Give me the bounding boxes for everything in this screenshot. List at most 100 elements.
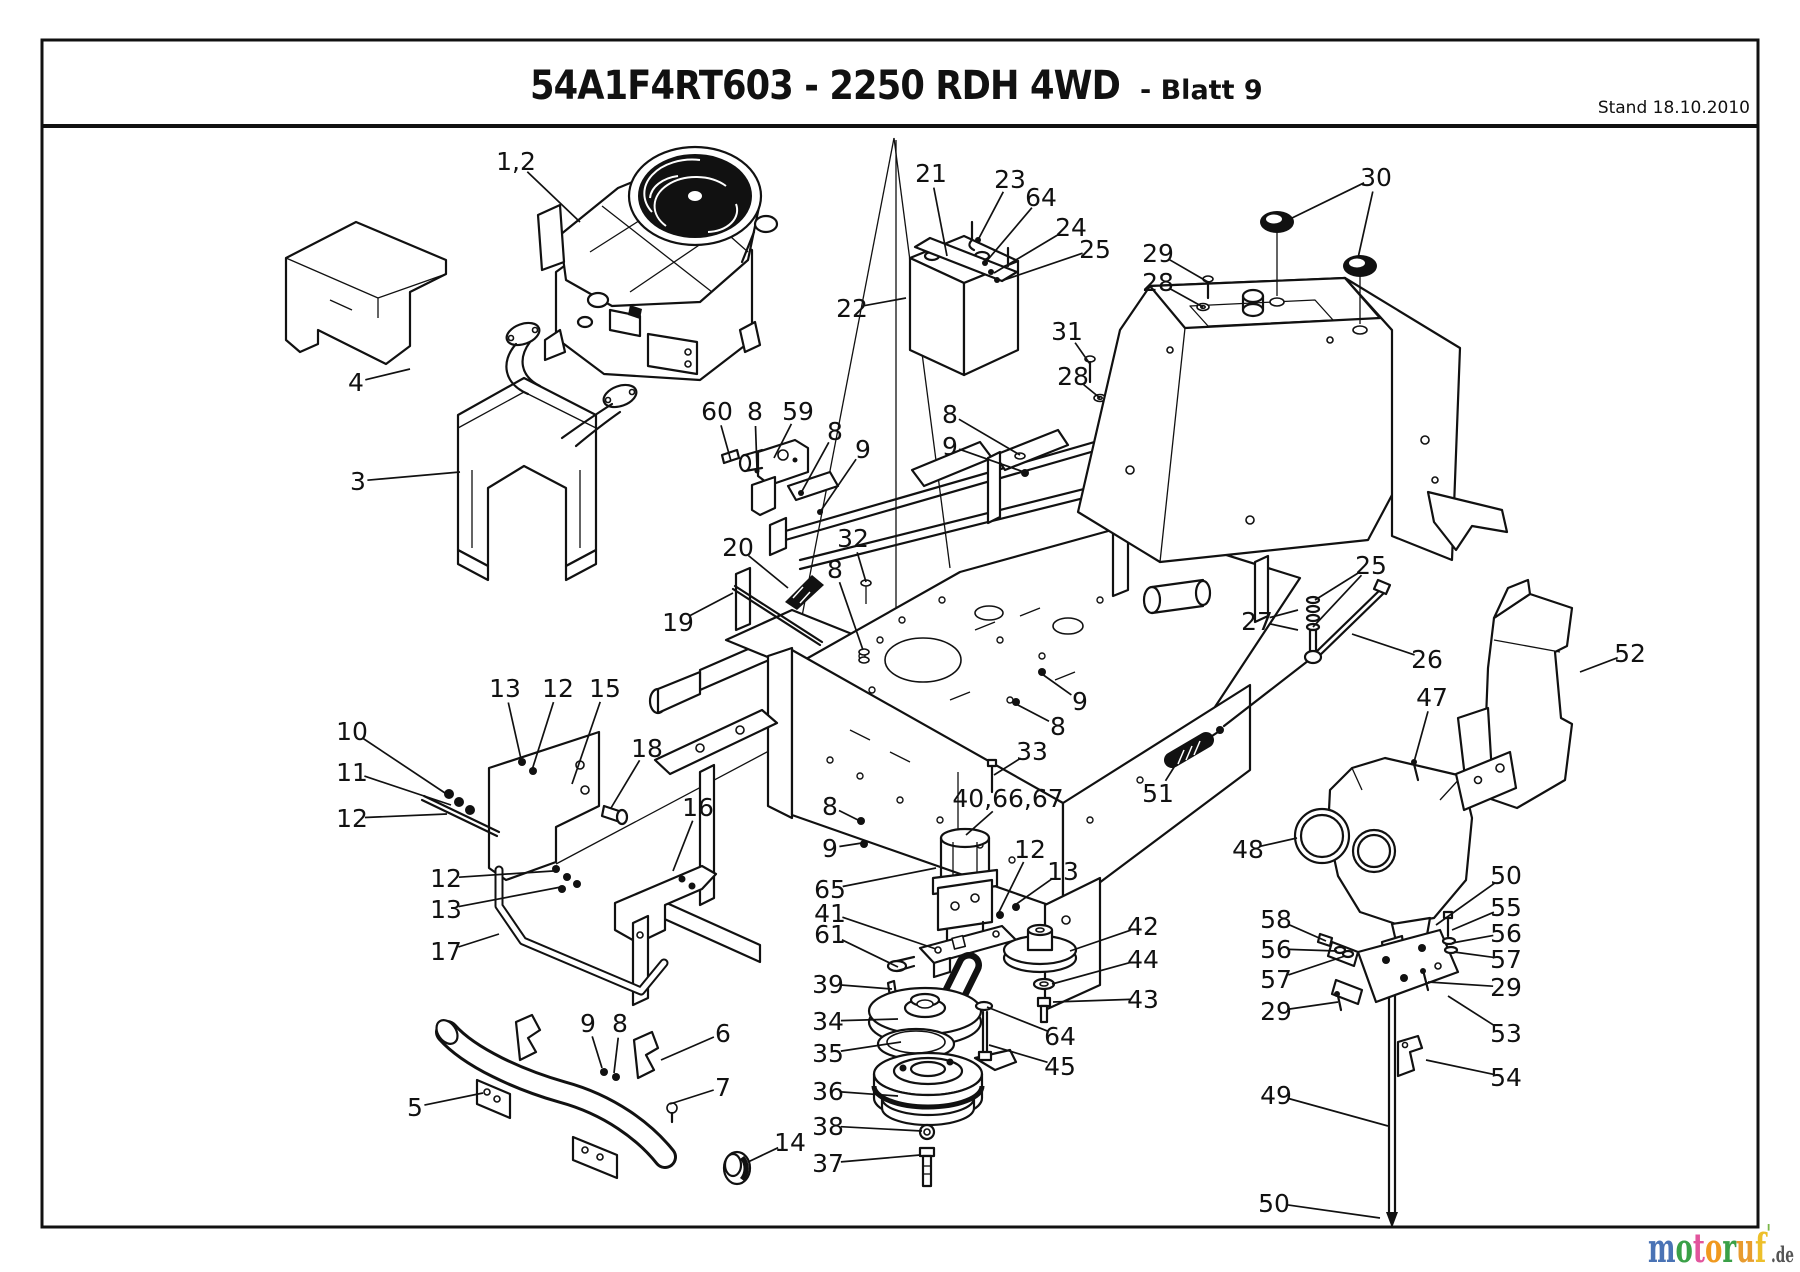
leader-line-64 [986, 1006, 1049, 1032]
callout-label-8: 8 [747, 397, 763, 426]
leader-line-3 [367, 471, 461, 482]
leader-line-12 [364, 813, 448, 819]
leader-line-5 [424, 1092, 484, 1106]
leader-line-58 [1287, 923, 1327, 942]
leader-line-30 [1291, 182, 1365, 219]
callout-label-12: 12 [1014, 835, 1046, 864]
leader-line-28 [1083, 383, 1101, 399]
leader-line-6 [660, 1036, 715, 1061]
callout-label-11: 11 [336, 758, 368, 787]
leader-line-8 [958, 418, 1021, 456]
callout-label-35: 35 [812, 1039, 844, 1068]
callout-label-15: 15 [589, 674, 621, 703]
leader-line-27 [1269, 622, 1299, 631]
callout-label-6: 6 [715, 1019, 731, 1048]
callout-label-59: 59 [782, 397, 814, 426]
leader-line-29 [1288, 1001, 1339, 1010]
leader-line-47 [1413, 711, 1429, 763]
leader-line-9 [839, 842, 863, 848]
leader-line-32 [856, 551, 867, 583]
callout-label-26: 26 [1411, 645, 1443, 674]
callout-label-23: 23 [994, 165, 1026, 194]
leader-line-40,66,67 [965, 810, 994, 836]
callout-label-29: 29 [1260, 997, 1292, 1026]
heat-shield-illustration [284, 220, 448, 366]
callout-label-42: 42 [1127, 912, 1159, 941]
callout-label-9: 9 [580, 1009, 596, 1038]
leader-line-50 [1286, 1203, 1381, 1219]
grommets-illustration [1260, 211, 1377, 324]
callout-label-33: 33 [1016, 737, 1048, 766]
callout-label-50: 50 [1490, 861, 1522, 890]
callout-label-28: 28 [1142, 268, 1174, 297]
callout-label-8: 8 [827, 555, 843, 584]
leader-line-4 [365, 368, 411, 381]
leader-line-27 [1269, 609, 1299, 619]
callout-label-57: 57 [1260, 965, 1292, 994]
battery-illustration [908, 220, 1020, 377]
callout-label-48: 48 [1232, 835, 1264, 864]
callout-label-64: 64 [1025, 183, 1057, 212]
leader-line-36 [840, 1091, 899, 1097]
leader-line-31 [1074, 342, 1091, 365]
header: 54A1F4RT603 - 2250 RDH 4WD - Blatt 9 Sta… [530, 63, 1750, 118]
leader-line-30 [1357, 191, 1374, 259]
leader-line-57 [1453, 951, 1494, 959]
callout-label-21: 21 [915, 159, 947, 188]
leader-line-48 [1260, 837, 1298, 848]
leader-line-18 [610, 759, 641, 809]
callout-label-28: 28 [1057, 362, 1089, 391]
callout-label-8: 8 [827, 417, 843, 446]
callout-label-1,2: 1,2 [496, 147, 536, 176]
callout-label-56: 56 [1490, 919, 1522, 948]
leader-line-61 [841, 939, 899, 968]
leader-line-14 [747, 1146, 779, 1163]
side-panel-illustration [1343, 276, 1509, 562]
callout-label-60: 60 [701, 397, 733, 426]
leader-line-51 [1164, 763, 1177, 782]
leader-line-28 [1169, 287, 1204, 308]
leader-line-8 [800, 441, 830, 494]
logo-letter: o [1705, 1225, 1722, 1272]
logo-letter: f [1755, 1225, 1768, 1272]
callout-label-36: 36 [812, 1077, 844, 1106]
leader-line-12 [458, 870, 554, 879]
leader-line-9 [958, 448, 1025, 473]
callout-label-30: 30 [1360, 163, 1392, 192]
callout-label-50: 50 [1258, 1189, 1290, 1218]
callout-label-19: 19 [662, 608, 694, 637]
cable-spring-illustration [1164, 578, 1392, 768]
callout-label-45: 45 [1044, 1052, 1076, 1081]
logo-letter: u [1736, 1225, 1755, 1272]
callout-label-31: 31 [1051, 317, 1083, 346]
bumper-illustration [435, 1013, 752, 1186]
callout-label-13: 13 [1047, 857, 1079, 886]
spring-rod-illustration [731, 575, 824, 647]
callout-label-5: 5 [407, 1093, 423, 1122]
leader-line-9 [1041, 673, 1072, 696]
callout-label-12: 12 [430, 864, 462, 893]
callout-label-17: 17 [430, 937, 462, 966]
leader-line-50 [1435, 882, 1496, 926]
leader-line-8 [838, 809, 861, 822]
callout-label-8: 8 [1050, 712, 1066, 741]
callout-label-8: 8 [612, 1009, 628, 1038]
callout-label-27: 27 [1241, 607, 1273, 636]
callout-label-40,66,67: 40,66,67 [952, 784, 1063, 813]
leader-line-12 [531, 701, 555, 771]
callout-label-56: 56 [1260, 935, 1292, 964]
callout-label-38: 38 [812, 1112, 844, 1141]
callout-label-22: 22 [836, 294, 868, 323]
leader-line-39 [840, 984, 893, 990]
callout-label-8: 8 [942, 400, 958, 429]
callout-label-54: 54 [1490, 1063, 1522, 1092]
callout-label-52: 52 [1614, 639, 1646, 668]
angle-bracket-illustration [613, 864, 718, 1007]
leader-line-10 [362, 737, 446, 794]
motoruf-logo: motoruf'.de [1648, 1219, 1794, 1272]
callout-label-34: 34 [812, 1007, 844, 1036]
leader-line-20 [747, 554, 789, 589]
leader-line-37 [840, 1154, 921, 1163]
leader-line-19 [689, 592, 734, 617]
